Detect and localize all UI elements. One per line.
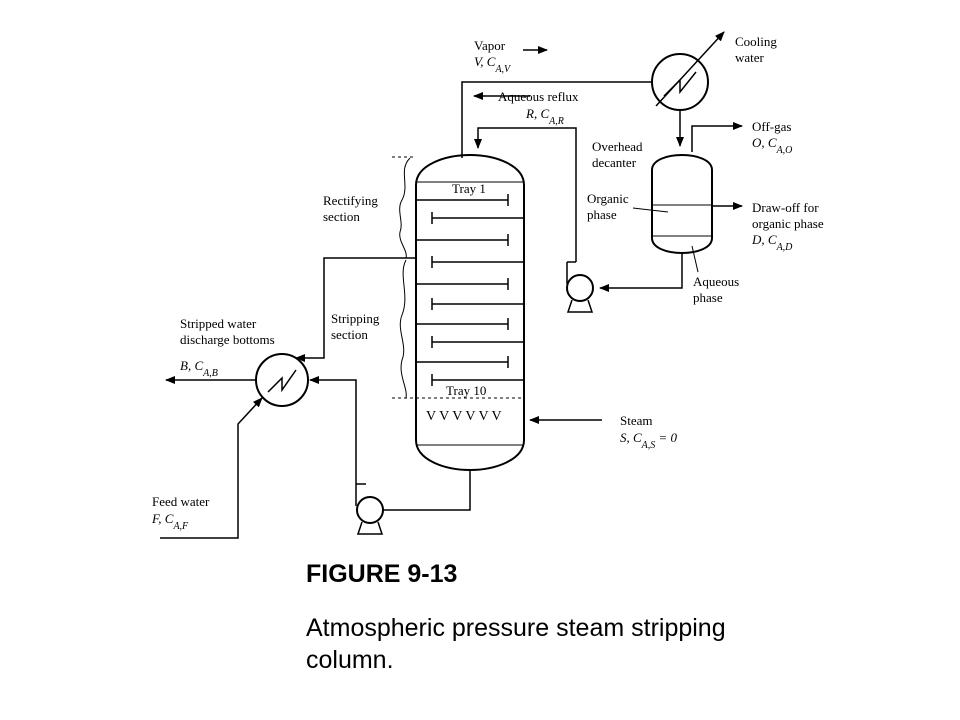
- cooling-label-1: Cooling: [735, 34, 777, 49]
- rectifying-brace: [399, 157, 411, 259]
- figure-caption: Atmospheric pressure steam stripping col…: [306, 614, 726, 674]
- bottoms-pump: [355, 483, 384, 535]
- stripping-label-1: Stripping: [331, 311, 380, 326]
- overhead-label-2: decanter: [592, 155, 637, 170]
- feed-water-line: [160, 397, 263, 539]
- offgas-line: [691, 122, 743, 152]
- cooling-label-2: water: [735, 50, 765, 65]
- drawoff-label-2: organic phase: [752, 216, 824, 231]
- aqueous-label-2: phase: [693, 290, 723, 305]
- stripped-label-2: discharge bottoms: [180, 332, 275, 347]
- reflux-pump: [566, 261, 594, 313]
- reflux-label-1: Aqueous reflux: [498, 89, 579, 104]
- cooling-water-arrow: [655, 31, 725, 107]
- organic-leader: [632, 207, 669, 213]
- column-trays: [416, 194, 524, 386]
- reflux-line: [474, 127, 577, 262]
- aqueous-leader: [691, 245, 699, 273]
- feed-to-column-line: [295, 257, 416, 362]
- offgas-label-1: Off-gas: [752, 119, 791, 134]
- stripped-label-3: B, CA,B: [180, 358, 218, 379]
- drawoff-label-1: Draw-off for: [752, 200, 819, 215]
- stripping-label-2: section: [331, 327, 368, 342]
- overhead-label-1: Overhead: [592, 139, 643, 154]
- aqueous-label-1: Aqueous: [693, 274, 739, 289]
- rectifying-label-1: Rectifying: [323, 193, 378, 208]
- vapor-overhead-line: [461, 81, 652, 158]
- steam-label-2: S, CA,S = 0: [620, 430, 678, 451]
- column-bottoms-line: [384, 470, 471, 511]
- feed-label-2: F, CA,F: [151, 511, 189, 532]
- stripped-label-1: Stripped water: [180, 316, 257, 331]
- section-braces: [392, 156, 414, 399]
- bottoms-to-exchanger-line: [309, 376, 357, 484]
- steam-sparger: VVVVVV: [426, 409, 505, 424]
- tray-10-label: Tray 10: [446, 383, 486, 398]
- figure-number: FIGURE 9-13: [306, 560, 458, 588]
- steam-label-1: Steam: [620, 413, 653, 428]
- stripping-brace: [399, 259, 407, 399]
- organic-label-2: phase: [587, 207, 617, 222]
- aqueous-return-line: [599, 254, 683, 292]
- condenser: [651, 31, 725, 111]
- vapor-label-1: Vapor: [474, 38, 506, 53]
- offgas-label-2: O, CA,O: [752, 135, 792, 156]
- tray-1-label: Tray 1: [452, 181, 486, 196]
- stripping-column: [392, 153, 525, 472]
- reflux-label-2: R, CA,R: [525, 106, 564, 127]
- vapor-label-2: V, CA,V: [474, 54, 512, 75]
- rectifying-label-2: section: [323, 209, 360, 224]
- overhead-decanter: [651, 154, 713, 254]
- feed-label-1: Feed water: [152, 494, 210, 509]
- drawoff-label-3: D, CA,D: [751, 232, 793, 253]
- organic-label-1: Organic: [587, 191, 629, 206]
- feed-bottoms-exchanger: [255, 353, 309, 407]
